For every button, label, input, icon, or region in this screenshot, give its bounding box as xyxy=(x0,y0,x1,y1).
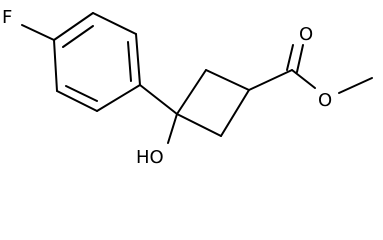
bond-aryl-to-cyclobutane xyxy=(139,84,178,115)
carbonyl-double-bond-a xyxy=(286,44,294,71)
aromatic-inner-bond-3 xyxy=(65,85,98,102)
fluorophenyl-ring xyxy=(21,12,141,112)
aromatic-inner-bond-1 xyxy=(62,25,94,48)
ring-bond-3 xyxy=(135,33,141,86)
bond-ester-oxygen-methyl xyxy=(338,77,373,94)
ring-bond-2 xyxy=(92,12,137,35)
cyclobutane-bond-4 xyxy=(176,113,222,137)
methyl-ester-group xyxy=(248,44,373,94)
cyclobutane-bond-1 xyxy=(176,69,207,115)
ring-bond-6 xyxy=(53,39,58,92)
carbonyl-double-bond-b xyxy=(296,44,304,73)
cyclobutane-ring xyxy=(176,69,250,137)
ring-bond-4 xyxy=(96,84,141,112)
fluorine-atom-label: F xyxy=(2,7,12,28)
cyclobutane-bond-2 xyxy=(205,69,250,91)
ester-oxygen-label: O xyxy=(318,90,332,111)
bond-f-c1 xyxy=(21,24,55,41)
hydroxyl-label: HO xyxy=(136,147,164,168)
aromatic-inner-bond-2 xyxy=(127,41,132,82)
bond-carbonyl-ester-oxygen xyxy=(291,69,316,89)
bond-ring-carbonyl xyxy=(248,69,293,91)
bond-c-oh xyxy=(167,113,178,144)
carbonyl-oxygen-label: O xyxy=(299,24,313,45)
chemical-structure-diagram: F HO O O xyxy=(2,7,373,168)
ring-bond-1 xyxy=(53,12,94,41)
cyclobutane-bond-3 xyxy=(220,89,250,137)
ring-bond-5 xyxy=(56,90,98,112)
